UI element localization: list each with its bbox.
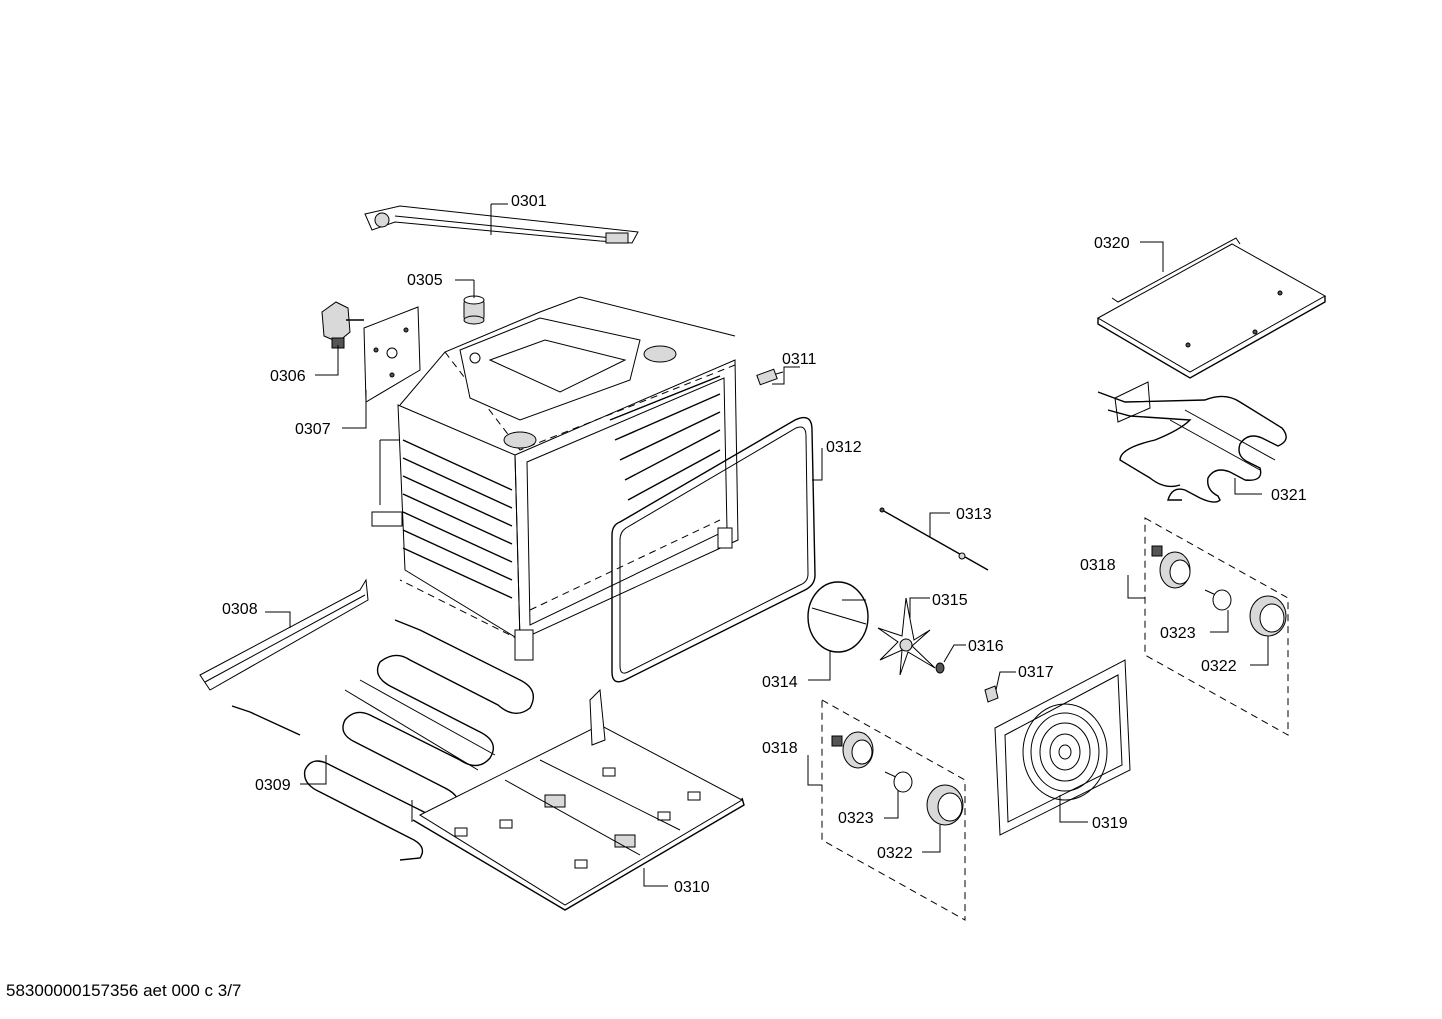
label-0310: 0310 — [674, 879, 710, 896]
document-footer-code: 58300000157356 aet 000 c 3/7 — [6, 981, 242, 1000]
right-wall-racks — [609, 375, 721, 501]
part-0317-bushing — [984, 671, 1016, 703]
part-0310-bottom-tray — [411, 688, 745, 911]
part-labels: 0301 0305 0306 0307 0311 0312 0308 0309 … — [222, 193, 1307, 896]
part-0316-nut — [935, 644, 966, 674]
part-0321-heating-element — [1097, 381, 1287, 503]
part-0318-lamp-group-upper — [1127, 517, 1289, 736]
label-0318-lower: 0318 — [762, 740, 798, 757]
label-0312: 0312 — [826, 439, 862, 456]
part-0315-fan — [877, 597, 936, 676]
label-0301: 0301 — [511, 193, 547, 210]
part-0312-door-seal — [611, 416, 823, 683]
label-0319: 0319 — [1092, 815, 1128, 832]
part-0311-sensor — [756, 366, 800, 386]
label-0316: 0316 — [968, 638, 1004, 655]
label-0313: 0313 — [956, 506, 992, 523]
part-0319-back-panel — [994, 659, 1131, 836]
part-0305-cap — [455, 279, 485, 325]
part-0318-lamp-group-lower — [807, 699, 966, 921]
label-0317: 0317 — [1018, 664, 1054, 681]
part-0306-motor — [315, 301, 364, 376]
label-0311: 0311 — [782, 351, 817, 368]
left-wall-racks — [402, 439, 513, 599]
label-0322-upper: 0322 — [1201, 658, 1237, 675]
label-0307: 0307 — [295, 421, 331, 438]
part-0301-top-bracket — [364, 203, 639, 244]
label-0320: 0320 — [1094, 235, 1130, 252]
label-0322-lower: 0322 — [877, 845, 913, 862]
label-0306: 0306 — [270, 368, 306, 385]
label-0308: 0308 — [222, 601, 258, 618]
label-0318-upper: 0318 — [1080, 557, 1116, 574]
part-0314-ring-element — [807, 581, 869, 681]
part-0320-top-cover — [1096, 237, 1327, 379]
label-0309: 0309 — [255, 777, 291, 794]
label-0323-upper: 0323 — [1160, 625, 1196, 642]
label-0323-lower: 0323 — [838, 810, 874, 827]
oven-cavity — [371, 296, 739, 661]
label-0321: 0321 — [1271, 487, 1307, 504]
part-0307-plate — [342, 306, 421, 429]
label-0314: 0314 — [762, 674, 798, 691]
part-0313-probe — [879, 507, 989, 571]
part-0308-rail — [199, 578, 369, 691]
part-0309-heating-element — [231, 619, 534, 861]
label-0315: 0315 — [932, 592, 968, 609]
label-0305: 0305 — [407, 272, 443, 289]
